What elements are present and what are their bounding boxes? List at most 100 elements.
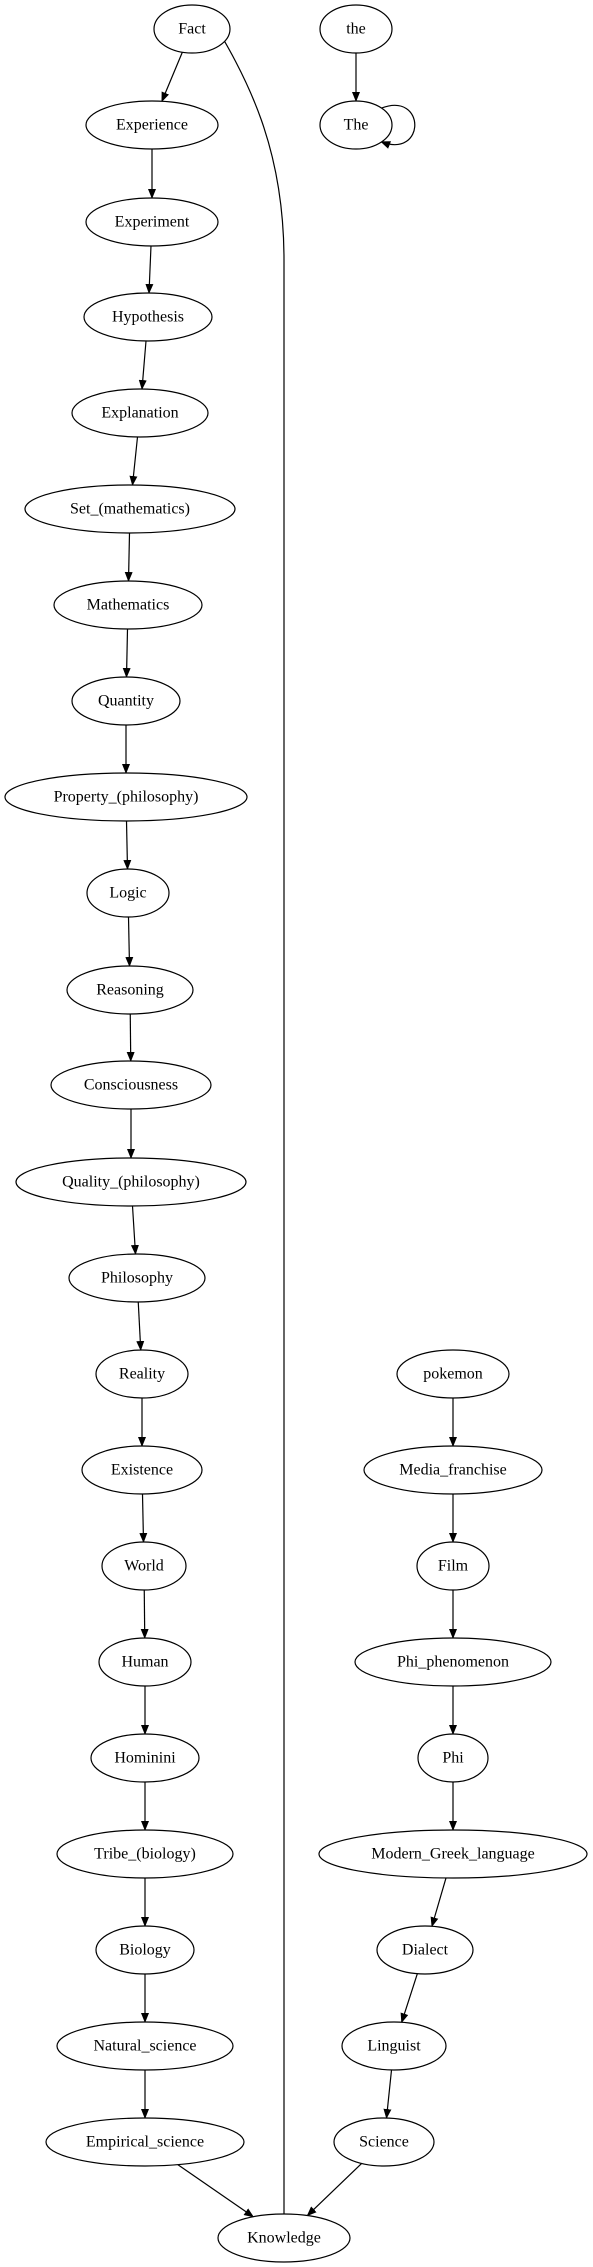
node-modern-greek-language: Modern_Greek_language bbox=[318, 1829, 588, 1879]
node-media-franchise: Media_franchise bbox=[363, 1445, 543, 1495]
node-label: Human bbox=[121, 1654, 168, 1671]
node-existence: Existence bbox=[81, 1445, 203, 1495]
node-pokemon: pokemon bbox=[396, 1349, 510, 1399]
node-label: Explanation bbox=[101, 405, 178, 422]
node-ellipse bbox=[217, 2213, 351, 2263]
node-ellipse bbox=[53, 580, 203, 630]
node-ellipse bbox=[83, 292, 213, 342]
node-ellipse bbox=[86, 868, 170, 918]
node-label: The bbox=[344, 117, 369, 134]
node-ellipse bbox=[95, 1925, 195, 1975]
node-knowledge: Knowledge bbox=[217, 2213, 351, 2263]
edge-logic-to-reasoning bbox=[125, 916, 134, 968]
node-world: World bbox=[101, 1541, 187, 1591]
node-the-lower: the bbox=[319, 4, 393, 54]
node-set-mathematics: Set_(mathematics) bbox=[24, 484, 236, 534]
node-label: Biology bbox=[119, 1942, 171, 1959]
node-ellipse bbox=[98, 1637, 192, 1687]
node-label: Reasoning bbox=[96, 982, 164, 999]
node-label: Modern_Greek_language bbox=[371, 1846, 535, 1863]
node-ellipse bbox=[417, 1733, 489, 1783]
node-ellipse bbox=[4, 772, 248, 822]
node-logic: Logic bbox=[86, 868, 170, 918]
node-label: Empirical_science bbox=[86, 2134, 204, 2151]
node-label: Property_(philosophy) bbox=[54, 789, 199, 806]
node-the-upper: The bbox=[319, 100, 393, 150]
node-experience: Experience bbox=[85, 100, 219, 150]
edge-property-philosophy-to-logic bbox=[123, 820, 132, 871]
node-philosophy: Philosophy bbox=[68, 1253, 206, 1303]
node-label: Reality bbox=[119, 1366, 165, 1383]
node-ellipse bbox=[341, 2021, 447, 2071]
node-ellipse bbox=[354, 1637, 552, 1687]
node-label: pokemon bbox=[423, 1366, 483, 1383]
node-label: Hominini bbox=[114, 1750, 176, 1767]
edge-dialect-to-linguist bbox=[400, 1973, 418, 2024]
node-ellipse bbox=[15, 1157, 247, 1207]
node-label: Science bbox=[359, 2134, 409, 2151]
node-ellipse bbox=[85, 197, 219, 247]
nodes: FactExperienceExperimentHypothesisExplan… bbox=[4, 4, 588, 2263]
edge-knowledge-to-fact bbox=[202, 5, 285, 2214]
node-ellipse bbox=[68, 1253, 206, 1303]
node-biology: Biology bbox=[95, 1925, 195, 1975]
node-label: Experience bbox=[116, 117, 188, 134]
edge-hypothesis-to-explanation bbox=[138, 340, 147, 391]
node-ellipse bbox=[50, 1060, 212, 1110]
node-label: Existence bbox=[111, 1462, 173, 1479]
node-hypothesis: Hypothesis bbox=[83, 292, 213, 342]
node-label: Set_(mathematics) bbox=[70, 501, 190, 518]
edge-linguist-to-science bbox=[383, 2069, 393, 2120]
edge-set-mathematics-to-mathematics bbox=[124, 532, 133, 583]
edge-empirical-science-to-knowledge bbox=[177, 2164, 255, 2218]
node-hominini: Hominini bbox=[90, 1733, 200, 1783]
node-ellipse bbox=[318, 1829, 588, 1879]
node-explanation: Explanation bbox=[71, 388, 209, 438]
node-ellipse bbox=[396, 1349, 510, 1399]
node-label: Tribe_(biology) bbox=[94, 1846, 196, 1863]
node-label: World bbox=[124, 1558, 164, 1575]
node-label: Dialect bbox=[402, 1942, 449, 1959]
node-ellipse bbox=[85, 100, 219, 150]
edge-existence-to-world bbox=[139, 1493, 148, 1543]
node-label: Hypothesis bbox=[112, 309, 184, 326]
edge-quality-philosophy-to-philosophy bbox=[130, 1205, 139, 1256]
node-ellipse bbox=[56, 1829, 234, 1879]
node-label: Experiment bbox=[115, 214, 190, 231]
edge-the-upper-to-the-upper bbox=[380, 105, 416, 149]
node-ellipse bbox=[376, 1925, 474, 1975]
node-fact: Fact bbox=[153, 4, 231, 54]
edge-experiment-to-hypothesis bbox=[145, 245, 154, 295]
node-science: Science bbox=[333, 2117, 435, 2167]
node-phi-phenomenon: Phi_phenomenon bbox=[354, 1637, 552, 1687]
node-label: Consciousness bbox=[84, 1077, 178, 1094]
node-label: Film bbox=[438, 1558, 469, 1575]
node-label: Fact bbox=[178, 21, 206, 38]
node-label: Mathematics bbox=[87, 597, 170, 614]
node-tribe-biology: Tribe_(biology) bbox=[56, 1829, 234, 1879]
node-ellipse bbox=[90, 1733, 200, 1783]
node-label: Phi_phenomenon bbox=[397, 1654, 509, 1671]
node-ellipse bbox=[56, 2021, 234, 2071]
node-ellipse bbox=[333, 2117, 435, 2167]
node-dialect: Dialect bbox=[376, 1925, 474, 1975]
node-ellipse bbox=[101, 1541, 187, 1591]
node-ellipse bbox=[81, 1445, 203, 1495]
node-label: Philosophy bbox=[101, 1270, 173, 1287]
node-label: Quantity bbox=[98, 693, 154, 710]
edge-philosophy-to-reality bbox=[136, 1301, 145, 1352]
node-ellipse bbox=[45, 2117, 245, 2167]
node-label: Linguist bbox=[367, 2038, 421, 2055]
node-linguist: Linguist bbox=[341, 2021, 447, 2071]
node-label: Natural_science bbox=[93, 2038, 196, 2055]
node-phi: Phi bbox=[417, 1733, 489, 1783]
node-film: Film bbox=[416, 1541, 490, 1591]
edge-explanation-to-set-mathematics bbox=[129, 436, 139, 487]
node-ellipse bbox=[153, 4, 231, 54]
node-ellipse bbox=[71, 388, 209, 438]
node-ellipse bbox=[416, 1541, 490, 1591]
node-quantity: Quantity bbox=[71, 676, 181, 726]
node-experiment: Experiment bbox=[85, 197, 219, 247]
node-reasoning: Reasoning bbox=[66, 965, 194, 1015]
node-label: Knowledge bbox=[247, 2230, 321, 2247]
